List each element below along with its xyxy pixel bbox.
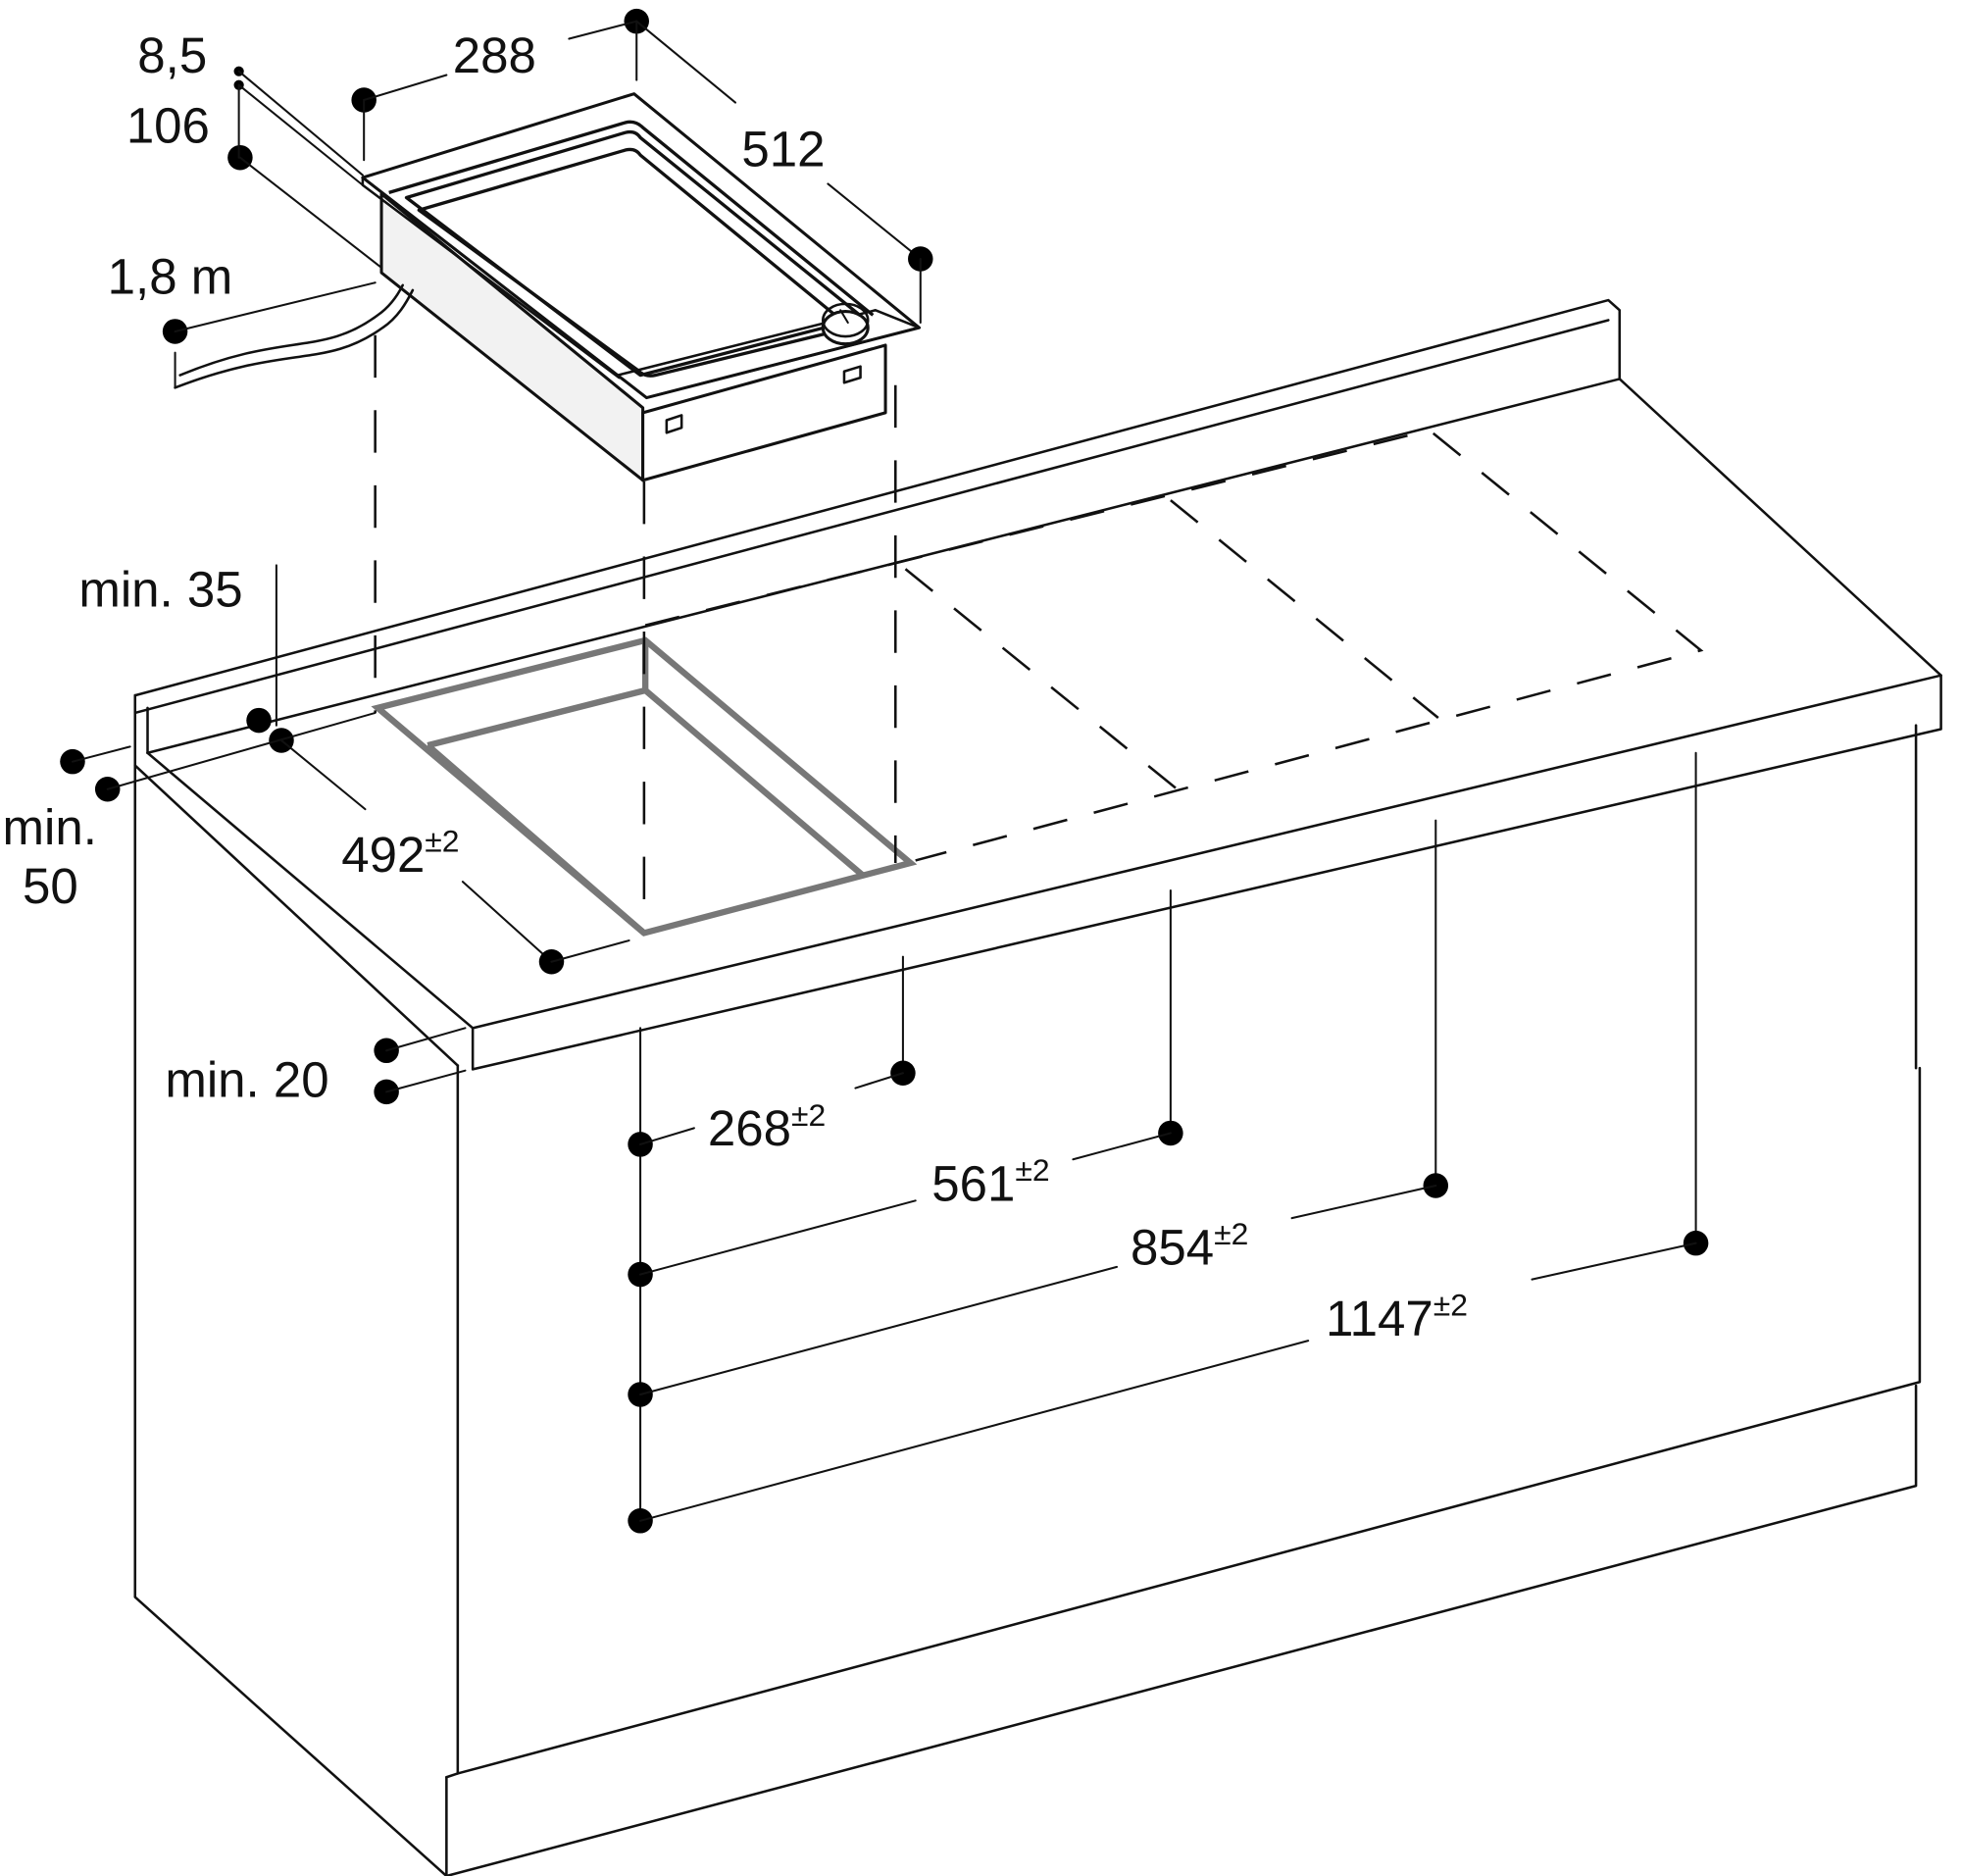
label-854: 854±2: [1131, 1216, 1248, 1275]
dimension-854: 854±2: [639, 819, 1449, 1396]
additional-module-outlines: [644, 429, 1704, 862]
label-1147: 1147±2: [1326, 1288, 1468, 1346]
projection-lines: [374, 334, 897, 933]
label-492: 492±2: [341, 824, 459, 883]
base-cabinet: [133, 693, 1922, 1876]
dimension-492: 492±2: [279, 738, 630, 975]
dimension-cable: 1,8 m: [108, 249, 377, 344]
label-512: 512: [741, 122, 825, 177]
label-min-50-line1: min.: [3, 799, 97, 855]
dimension-1147: 1147±2: [639, 751, 1709, 1522]
cutout-width-dimensions: 268±2 561±2 854±2 1147±2: [628, 751, 1709, 1534]
dimension-min-35: min. 35: [78, 562, 294, 753]
label-min-50-line2: 50: [23, 858, 78, 914]
label-8-5: 8,5: [137, 27, 207, 83]
handle-icon: [842, 365, 862, 384]
dimension-min-50: min. 50: [3, 711, 377, 914]
dimension-height: 8,5 106: [126, 27, 383, 269]
label-561: 561±2: [931, 1152, 1049, 1211]
dimension-561: 561±2: [639, 889, 1183, 1276]
label-min-35: min. 35: [78, 562, 242, 618]
dimension-268: 268±2: [639, 955, 916, 1156]
power-cable: [174, 283, 415, 389]
handle-icon: [665, 414, 683, 434]
label-268: 268±2: [708, 1097, 826, 1156]
worktop: [133, 298, 1942, 1071]
label-min-20: min. 20: [165, 1051, 328, 1107]
dimension-min-20: min. 20: [165, 1027, 467, 1107]
dimension-512: 512: [635, 20, 933, 325]
label-1-8m: 1,8 m: [108, 249, 233, 305]
cooktop-appliance: [361, 92, 922, 482]
label-288: 288: [453, 27, 536, 83]
label-106: 106: [126, 97, 210, 153]
dimension-288: 288: [351, 8, 649, 162]
control-knob-icon: [821, 310, 870, 346]
